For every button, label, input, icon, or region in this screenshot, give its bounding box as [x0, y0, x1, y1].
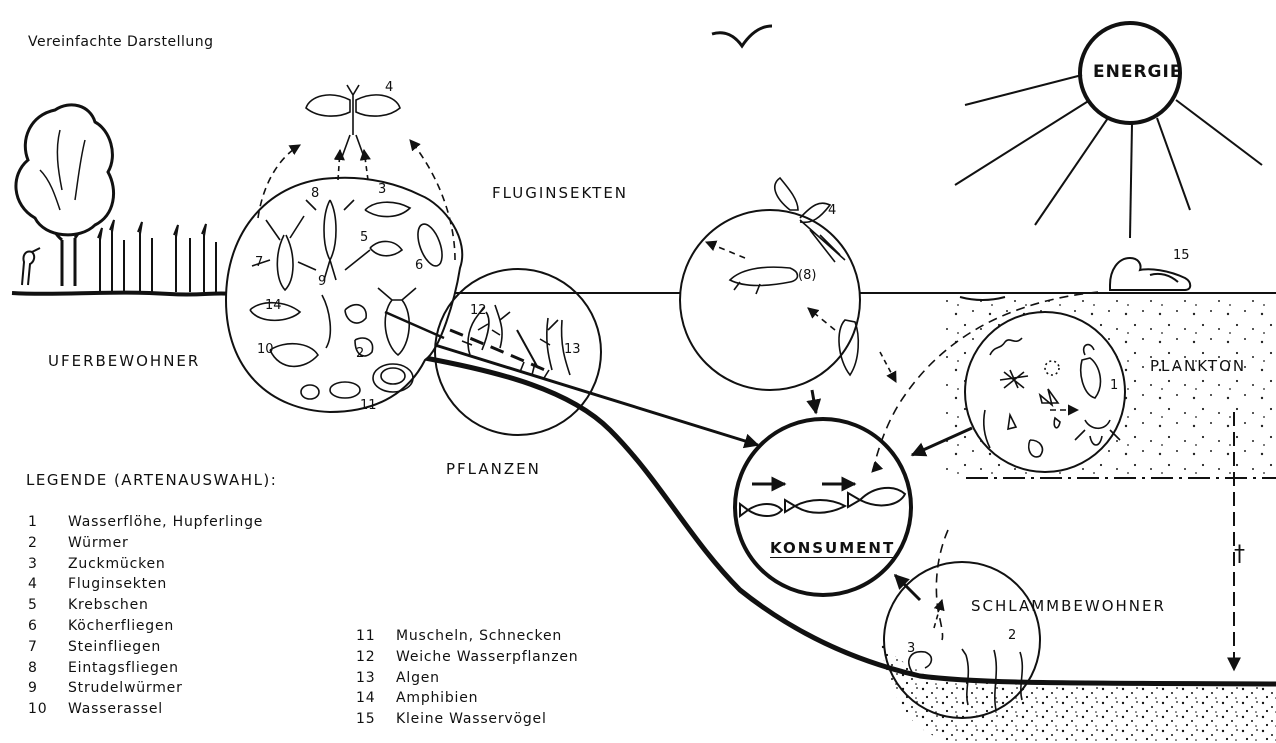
- legend-item-label: Eintagsfliegen: [68, 658, 179, 679]
- tag-3: 3: [378, 182, 386, 197]
- label-plankton: PLANKTON: [1150, 357, 1246, 375]
- legend-item-number: 5: [28, 595, 68, 616]
- legend-item-number: 3: [28, 554, 68, 575]
- sun-energy: [955, 23, 1262, 238]
- arrow-from-insects: [812, 390, 816, 413]
- tag-15: 15: [1173, 248, 1190, 263]
- label-uferbewohner: UFERBEWOHNER: [48, 352, 200, 370]
- legend-item-label: Strudelwürmer: [68, 678, 183, 699]
- legend-item-number: 12: [356, 647, 396, 668]
- legend-item-number: 10: [28, 699, 68, 720]
- legend-item-label: Krebschen: [68, 595, 149, 616]
- tag-10: 10: [257, 342, 274, 357]
- tag-4-top: 4: [385, 80, 393, 95]
- tag-2: 2: [356, 346, 364, 361]
- legend-item-label: Weiche Wasserpflanzen: [396, 647, 578, 668]
- tag-8-circle: (8): [798, 268, 816, 283]
- reeds-icon: [98, 220, 216, 292]
- tag-1: 1: [1110, 378, 1118, 393]
- flying-insects-circle: [680, 210, 860, 390]
- legend-item-number: 4: [28, 574, 68, 595]
- label-pflanzen: PFLANZEN: [446, 460, 541, 478]
- label-konsument: KONSUMENT: [770, 539, 895, 557]
- dashed-mud-curve: [936, 530, 948, 640]
- shore-dwellers-circle: [226, 178, 462, 412]
- heron-icon: [22, 248, 40, 285]
- legend-item-label: Algen: [396, 668, 440, 689]
- ground-line: [12, 293, 232, 295]
- tag-11: 11: [360, 398, 377, 413]
- legend-item-number: 14: [356, 688, 396, 709]
- tag-14: 14: [265, 298, 282, 313]
- legend-item-number: 2: [28, 533, 68, 554]
- tag-8: 8: [311, 186, 319, 201]
- adult-insect-icon: [306, 85, 400, 157]
- legend-item-number: 8: [28, 658, 68, 679]
- tag-6: 6: [415, 258, 423, 273]
- legend-item-label: Kleine Wasservögel: [396, 709, 547, 730]
- legend-item-number: 15: [356, 709, 396, 730]
- legend-item-label: Fluginsekten: [68, 574, 167, 595]
- legend-item-label: Muscheln, Schnecken: [396, 626, 562, 647]
- legend-item-label: Steinfliegen: [68, 637, 161, 658]
- mud-sediment: [880, 640, 1276, 743]
- label-schlammbewohner: SCHLAMMBEWOHNER: [971, 597, 1166, 615]
- tag-5: 5: [360, 230, 368, 245]
- tree-icon: [16, 105, 114, 286]
- legend-item-number: 1: [28, 512, 68, 533]
- legend-item-number: 7: [28, 637, 68, 658]
- legend-item-label: Zuckmücken: [68, 554, 166, 575]
- plankton-circle: [965, 312, 1125, 472]
- tag-2-mud: 2: [1008, 628, 1016, 643]
- flying-bird: [712, 26, 772, 46]
- label-energie: ENERGIE: [1093, 62, 1182, 82]
- legend-item-label: Würmer: [68, 533, 129, 554]
- arrow-from-mud: [895, 575, 920, 600]
- death-cross: †: [1234, 542, 1245, 567]
- legend-item-label: Köcherfliegen: [68, 616, 174, 637]
- tag-12: 12: [470, 303, 487, 318]
- legend-item: 9Strudelwürmer: [28, 678, 263, 699]
- legend-item-number: 6: [28, 616, 68, 637]
- label-fluginsekten: FLUGINSEKTEN: [492, 184, 628, 202]
- tag-4-circle: 4: [828, 203, 836, 218]
- legend-title: LEGENDE (ARTENAUSWAHL):: [26, 471, 277, 489]
- tag-7: 7: [255, 255, 263, 270]
- tag-9: 9: [318, 274, 326, 289]
- tag-13: 13: [564, 342, 581, 357]
- legend-item-label: Wasserflöhe, Hupferlinge: [68, 512, 263, 533]
- legend-item-number: 13: [356, 668, 396, 689]
- legend-item-label: Wasserassel: [68, 699, 163, 720]
- legend-item-number: 11: [356, 626, 396, 647]
- legend-item-number: 9: [28, 678, 68, 699]
- legend-item-label: Amphibien: [396, 688, 478, 709]
- diagram-title: Vereinfachte Darstellung: [28, 34, 213, 50]
- tag-3-mud: 3: [907, 641, 915, 656]
